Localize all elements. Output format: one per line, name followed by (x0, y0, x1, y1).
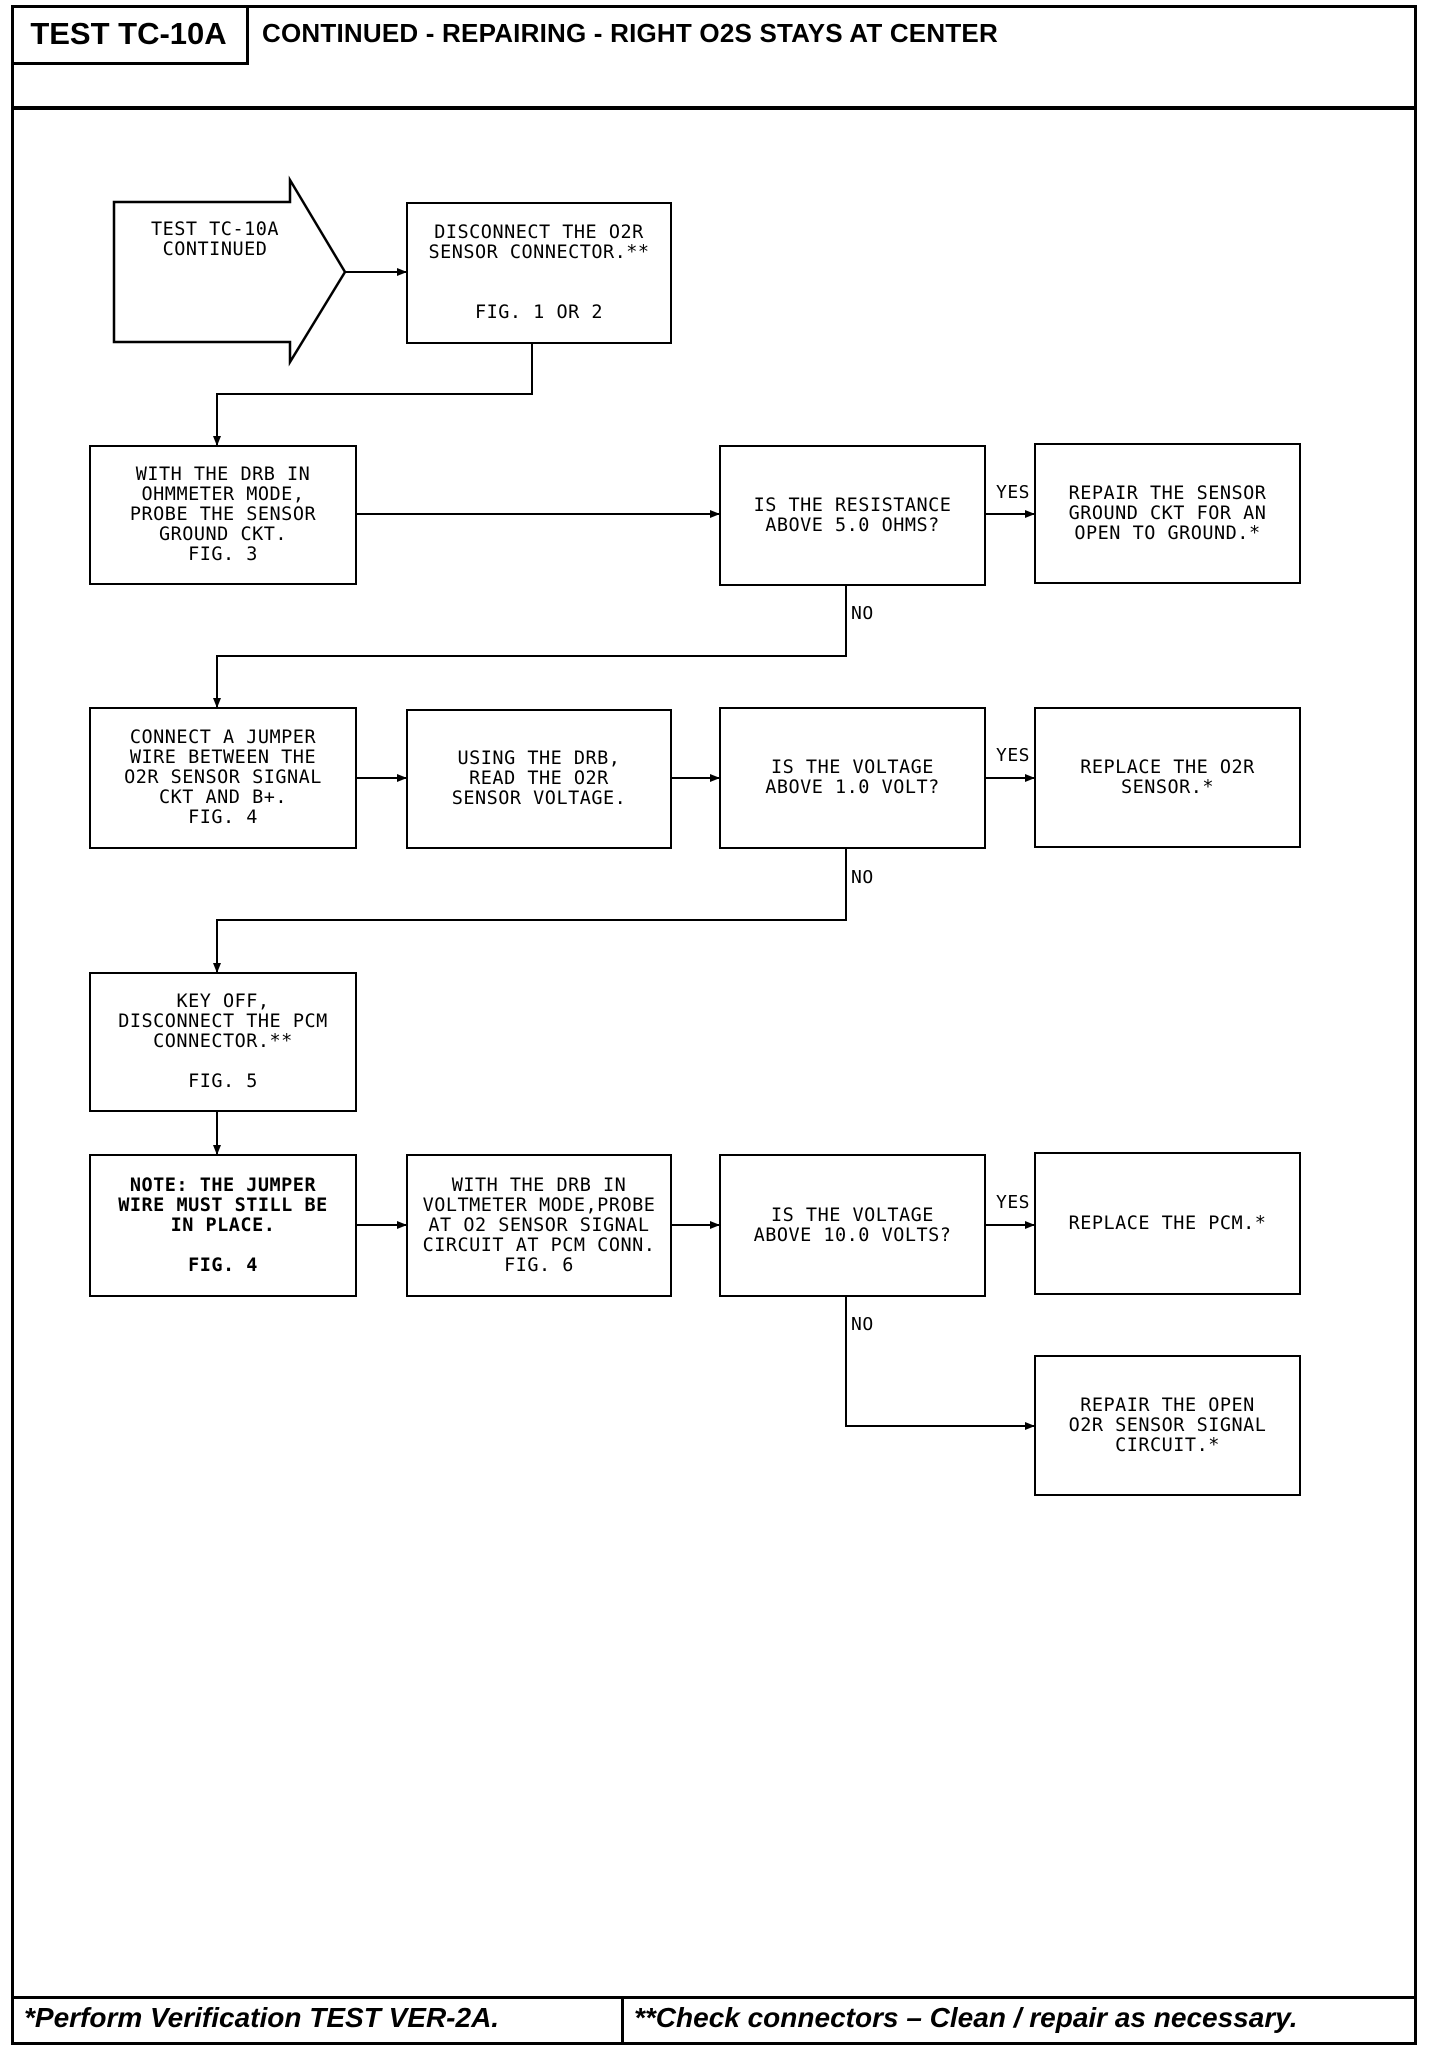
page-title: CONTINUED - REPAIRING - RIGHT O2S STAYS … (262, 18, 998, 48)
question-voltage-1: IS THE VOLTAGE ABOVE 1.0 VOLT? (719, 707, 986, 849)
connector-voltage10-no (845, 1297, 1035, 1430)
connector-voltage1-no (213, 849, 847, 973)
start-arrow-shape (112, 175, 347, 367)
connector-disconnect-to-probe (213, 343, 533, 446)
question-voltage-10: IS THE VOLTAGE ABOVE 10.0 VOLTS? (719, 1154, 986, 1297)
step-disconnect-o2r: DISCONNECT THE O2R SENSOR CONNECTOR.** F… (406, 202, 672, 344)
result-repair-ground: REPAIR THE SENSOR GROUND CKT FOR AN OPEN… (1034, 443, 1301, 584)
result-repair-ground-text: REPAIR THE SENSOR GROUND CKT FOR AN OPEN… (1068, 482, 1267, 544)
yes-label-voltage-1: YES (996, 745, 1031, 766)
yes-label-voltage-10: YES (996, 1192, 1031, 1213)
step-voltmeter-probe: WITH THE DRB IN VOLTMETER MODE,PROBE AT … (406, 1154, 672, 1297)
step-key-off-text: KEY OFF, DISCONNECT THE PCM CONNECTOR.**… (118, 991, 328, 1092)
start-test-tc10a: TEST TC-10A CONTINUED (150, 219, 280, 260)
footer-verification-note: *Perform Verification TEST VER-2A. (24, 2002, 500, 2033)
result-replace-o2r-text: REPLACE THE O2R SENSOR.* (1080, 756, 1255, 798)
no-label-voltage-1: NO (851, 867, 874, 888)
step-read-voltage: USING THE DRB, READ THE O2R SENSOR VOLTA… (406, 709, 672, 849)
question-resistance-text: IS THE RESISTANCE ABOVE 5.0 OHMS? (753, 494, 952, 536)
result-replace-pcm: REPLACE THE PCM.* (1034, 1152, 1301, 1295)
no-label-resistance: NO (851, 603, 874, 624)
footer-column-divider (621, 1996, 624, 2045)
step-probe-ground-text: WITH THE DRB IN OHMMETER MODE, PROBE THE… (129, 464, 317, 565)
step-note-jumper-text: NOTE: THE JUMPER WIRE MUST STILL BE IN P… (118, 1174, 328, 1276)
no-label-voltage-10: NO (851, 1314, 874, 1335)
footer-connectors-note: **Check connectors – Clean / repair as n… (634, 2002, 1298, 2033)
test-id: TEST TC-10A (11, 5, 249, 65)
result-repair-signal-text: REPAIR THE OPEN O2R SENSOR SIGNAL CIRCUI… (1068, 1394, 1267, 1456)
step-disconnect-o2r-text: DISCONNECT THE O2R SENSOR CONNECTOR.** F… (428, 222, 650, 323)
step-jumper-wire-text: CONNECT A JUMPER WIRE BETWEEN THE O2R SE… (124, 727, 322, 828)
step-jumper-wire: CONNECT A JUMPER WIRE BETWEEN THE O2R SE… (89, 707, 357, 849)
question-voltage-10-text: IS THE VOLTAGE ABOVE 10.0 VOLTS? (753, 1204, 952, 1246)
footer-divider (11, 1996, 1417, 1999)
step-voltmeter-probe-text: WITH THE DRB IN VOLTMETER MODE,PROBE AT … (422, 1174, 656, 1276)
question-voltage-1-text: IS THE VOLTAGE ABOVE 1.0 VOLT? (765, 757, 940, 798)
connector-resistance-no (213, 585, 847, 708)
question-resistance: IS THE RESISTANCE ABOVE 5.0 OHMS? (719, 445, 986, 586)
result-replace-pcm-text: REPLACE THE PCM.* (1068, 1212, 1267, 1234)
step-key-off: KEY OFF, DISCONNECT THE PCM CONNECTOR.**… (89, 972, 357, 1112)
step-note-jumper: NOTE: THE JUMPER WIRE MUST STILL BE IN P… (89, 1154, 357, 1297)
page-frame (11, 5, 1417, 2045)
result-repair-signal: REPAIR THE OPEN O2R SENSOR SIGNAL CIRCUI… (1034, 1355, 1301, 1496)
header-divider (11, 106, 1417, 110)
yes-label-resistance: YES (996, 482, 1031, 503)
step-read-voltage-text: USING THE DRB, READ THE O2R SENSOR VOLTA… (451, 748, 627, 809)
step-probe-ground: WITH THE DRB IN OHMMETER MODE, PROBE THE… (89, 445, 357, 585)
result-replace-o2r: REPLACE THE O2R SENSOR.* (1034, 707, 1301, 848)
